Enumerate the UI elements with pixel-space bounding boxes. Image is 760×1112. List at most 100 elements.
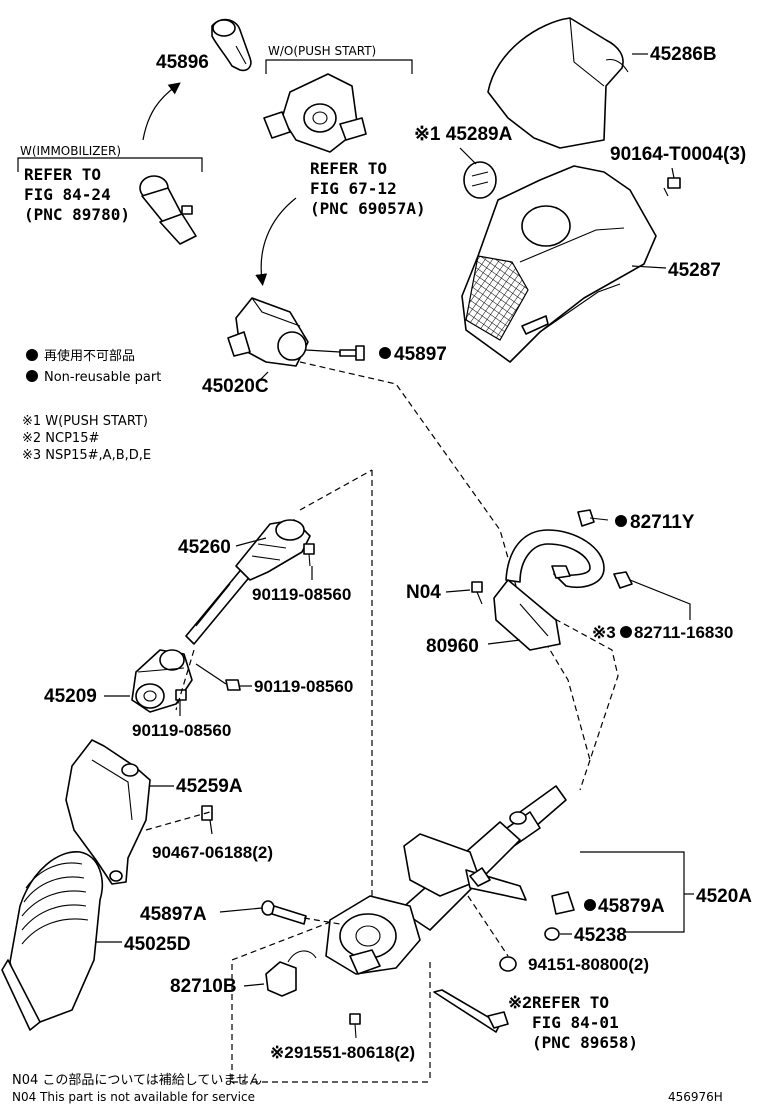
part-45289A-drawing — [463, 161, 497, 199]
note-3: ※3 NSP15#,A,B,D,E — [22, 448, 151, 463]
nonreusable-dot-82711-16830 — [620, 626, 632, 638]
leader-80960 — [487, 639, 521, 645]
label-n04: N04 — [406, 582, 441, 603]
leader-90119-b-a — [195, 663, 227, 685]
label-45025D: 45025D — [124, 934, 191, 955]
figure-id: 456976H — [668, 1090, 723, 1104]
bracket-immobilizer — [17, 157, 203, 172]
label-45896: 45896 — [156, 52, 209, 73]
dashed-assembly-line-2 — [519, 599, 619, 791]
leader-45289A — [459, 147, 477, 165]
leader-45260 — [235, 537, 267, 547]
bracket-4520A — [580, 851, 685, 933]
leader-82711-16830 — [629, 579, 691, 620]
dashed-shaft-top — [299, 469, 373, 511]
leader-45287 — [631, 265, 667, 269]
part-45287-drawing — [461, 165, 657, 363]
label-45020C: 45020C — [202, 376, 269, 397]
dashed-shaft-joint — [175, 649, 195, 711]
label-wo-push-start: W/O(PUSH START) — [268, 44, 376, 58]
label-refer-fig-67-12-pnc: (PNC 69057A) — [310, 199, 426, 218]
bolt-90119-b-drawing — [225, 679, 241, 691]
legend-nonreusable-en: Non-reusable part — [44, 370, 161, 385]
label-refer-fig-84-24: REFER TO — [24, 165, 101, 184]
part-91551-drawing — [349, 1013, 361, 1039]
label-refer-fig-84-01-pnc: (PNC 89658) — [532, 1033, 638, 1052]
screw-90164-drawing — [663, 177, 681, 197]
immobilizer-amplifier-drawing — [139, 175, 197, 245]
note-2: ※2 NCP15# — [22, 431, 99, 446]
dashed-shaft-boundary — [231, 470, 373, 1082]
bolt-45897-drawing — [339, 345, 365, 361]
bolt-90119-a-drawing — [303, 543, 315, 567]
label-80960: 80960 — [426, 636, 479, 657]
label-refer-fig-67-12-fig: FIG 67-12 — [310, 179, 397, 198]
label-90119-a: 90119-08560 — [252, 585, 351, 604]
label-45286B: 45286B — [650, 44, 717, 65]
label-mark2-91551: ※2 — [270, 1043, 294, 1062]
ignition-switch-drawing — [263, 73, 367, 153]
bolt-90119-c-drawing — [175, 689, 187, 701]
note-1: ※1 W(PUSH START) — [22, 414, 148, 429]
label-w-immobilizer: W(IMMOBILIZER) — [20, 144, 121, 158]
label-refer-fig-84-24-pnc: (PNC 89780) — [24, 205, 130, 224]
leader-90164 — [671, 167, 675, 179]
label-mark3-82711-16830: ※3 — [592, 623, 616, 642]
part-82711-16830-drawing — [613, 571, 633, 589]
label-45259A: 45259A — [176, 776, 243, 797]
label-4520A: 4520A — [696, 886, 752, 907]
label-91551: 91551-80618(2) — [294, 1043, 415, 1062]
dashed-assembly-line-1 — [299, 361, 591, 761]
leader-45897A — [219, 907, 263, 913]
arrow-to-45020C — [255, 197, 297, 286]
n04-screw-drawing — [471, 581, 483, 605]
refer-fig-84-01-part-drawing — [433, 989, 509, 1033]
part-45259A-drawing — [65, 739, 151, 885]
leader-45020C — [257, 371, 269, 383]
bracket-wo-push-start — [265, 59, 413, 74]
label-45260: 45260 — [178, 537, 231, 558]
arrow-to-45896 — [142, 82, 181, 141]
leader-45897-left — [305, 349, 341, 353]
label-45287: 45287 — [668, 260, 721, 281]
part-45020C-drawing — [227, 297, 309, 367]
leader-n04 — [445, 589, 471, 593]
part-45286B-drawing — [487, 17, 629, 149]
label-90119-c: 90119-08560 — [132, 721, 231, 740]
label-mark2-refer-fig-84-01: ※2 — [508, 993, 532, 1012]
part-45025D-drawing — [1, 851, 103, 1031]
part-82711Y-drawing — [577, 509, 609, 527]
nonreusable-dot-45879A — [584, 899, 596, 911]
label-90119-b: 90119-08560 — [254, 677, 353, 696]
part-45897A-drawing — [261, 900, 307, 925]
label-94151: 94151-80800(2) — [528, 955, 649, 974]
part-80960-drawing — [493, 529, 605, 651]
label-90164: 90164-T0004(3) — [610, 144, 746, 165]
legend-dot-jp — [26, 349, 38, 361]
dashed-90467 — [145, 811, 211, 831]
label-45209: 45209 — [44, 686, 97, 707]
nonreusable-dot-82711Y — [615, 515, 627, 527]
footer-n04-jp: N04 この部品については補給していません — [12, 1073, 262, 1088]
label-refer-fig-84-24-fig: FIG 84-24 — [24, 185, 111, 204]
legend-nonreusable-jp: 再使用不可部品 — [44, 348, 135, 364]
part-94151-drawing — [499, 956, 517, 972]
label-refer-fig-67-12: REFER TO — [310, 159, 387, 178]
part-45209-drawing — [131, 649, 193, 713]
leader-90467 — [209, 819, 213, 835]
part-4520A-column-drawing — [325, 785, 567, 975]
label-90467: 90467-06188(2) — [152, 843, 273, 862]
label-82710B: 82710B — [170, 976, 237, 997]
label-45879A: 45879A — [598, 896, 665, 917]
label-45238: 45238 — [574, 925, 627, 946]
label-45289A: ※1 45289A — [414, 124, 513, 145]
label-45897A: 45897A — [140, 904, 207, 925]
part-45238-drawing — [544, 927, 560, 941]
part-45879A-drawing — [551, 891, 575, 915]
label-refer-fig-84-01-fig: FIG 84-01 — [532, 1013, 619, 1032]
label-82711-16830: 82711-16830 — [634, 623, 733, 642]
label-refer-fig-84-01: REFER TO — [532, 993, 609, 1012]
label-82711Y: 82711Y — [630, 512, 695, 533]
dashed-94151 — [467, 895, 509, 957]
